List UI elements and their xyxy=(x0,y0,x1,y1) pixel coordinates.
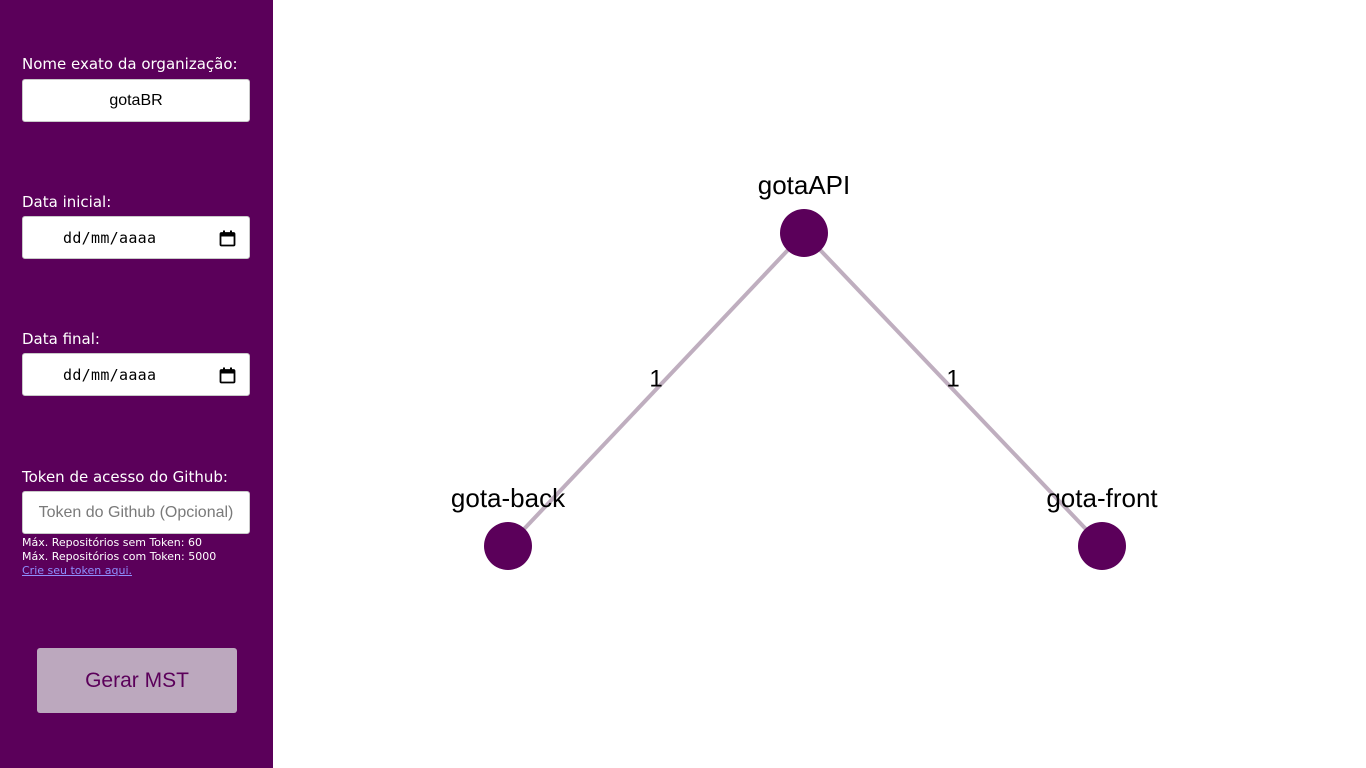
token-label: Token de acesso do Github: xyxy=(22,468,228,486)
create-token-link[interactable]: Crie seu token aqui. xyxy=(22,564,132,577)
graph-edge-gotaAPI-gota-back xyxy=(506,231,806,548)
start-date-input[interactable]: dd/mm/aaaa xyxy=(22,216,250,259)
graph-canvas[interactable]: 1 1 gotaAPI gota-back gota-front xyxy=(273,0,1366,768)
start-date-label: Data inicial: xyxy=(22,193,112,211)
edge-weight-label: 1 xyxy=(946,366,959,393)
edge-weight-label: 1 xyxy=(649,366,662,393)
org-name-input[interactable] xyxy=(22,79,250,122)
start-date-placeholder: dd/mm/aaaa xyxy=(63,229,157,247)
calendar-icon[interactable] xyxy=(219,367,236,384)
org-name-label: Nome exato da organização: xyxy=(22,55,238,73)
mst-graph: 1 1 gotaAPI gota-back gota-front xyxy=(451,170,1158,570)
end-date-input[interactable]: dd/mm/aaaa xyxy=(22,353,250,396)
sidebar: Nome exato da organização: Data inicial:… xyxy=(0,0,273,768)
graph-node-gota-back[interactable] xyxy=(484,522,532,570)
graph-node-gotaAPI[interactable] xyxy=(780,209,828,257)
hint-no-token: Máx. Repositórios sem Token: 60 xyxy=(22,536,202,549)
calendar-icon[interactable] xyxy=(219,230,236,247)
node-label-gotaAPI: gotaAPI xyxy=(758,170,851,200)
end-date-placeholder: dd/mm/aaaa xyxy=(63,366,157,384)
hint-with-token: Máx. Repositórios com Token: 5000 xyxy=(22,550,217,563)
generate-mst-button[interactable]: Gerar MST xyxy=(37,648,237,713)
graph-node-gota-front[interactable] xyxy=(1078,522,1126,570)
token-input[interactable] xyxy=(22,491,250,534)
end-date-label: Data final: xyxy=(22,330,100,348)
graph-edge-gotaAPI-gota-front xyxy=(802,231,1104,548)
node-label-gota-front: gota-front xyxy=(1046,483,1158,513)
node-label-gota-back: gota-back xyxy=(451,483,566,513)
